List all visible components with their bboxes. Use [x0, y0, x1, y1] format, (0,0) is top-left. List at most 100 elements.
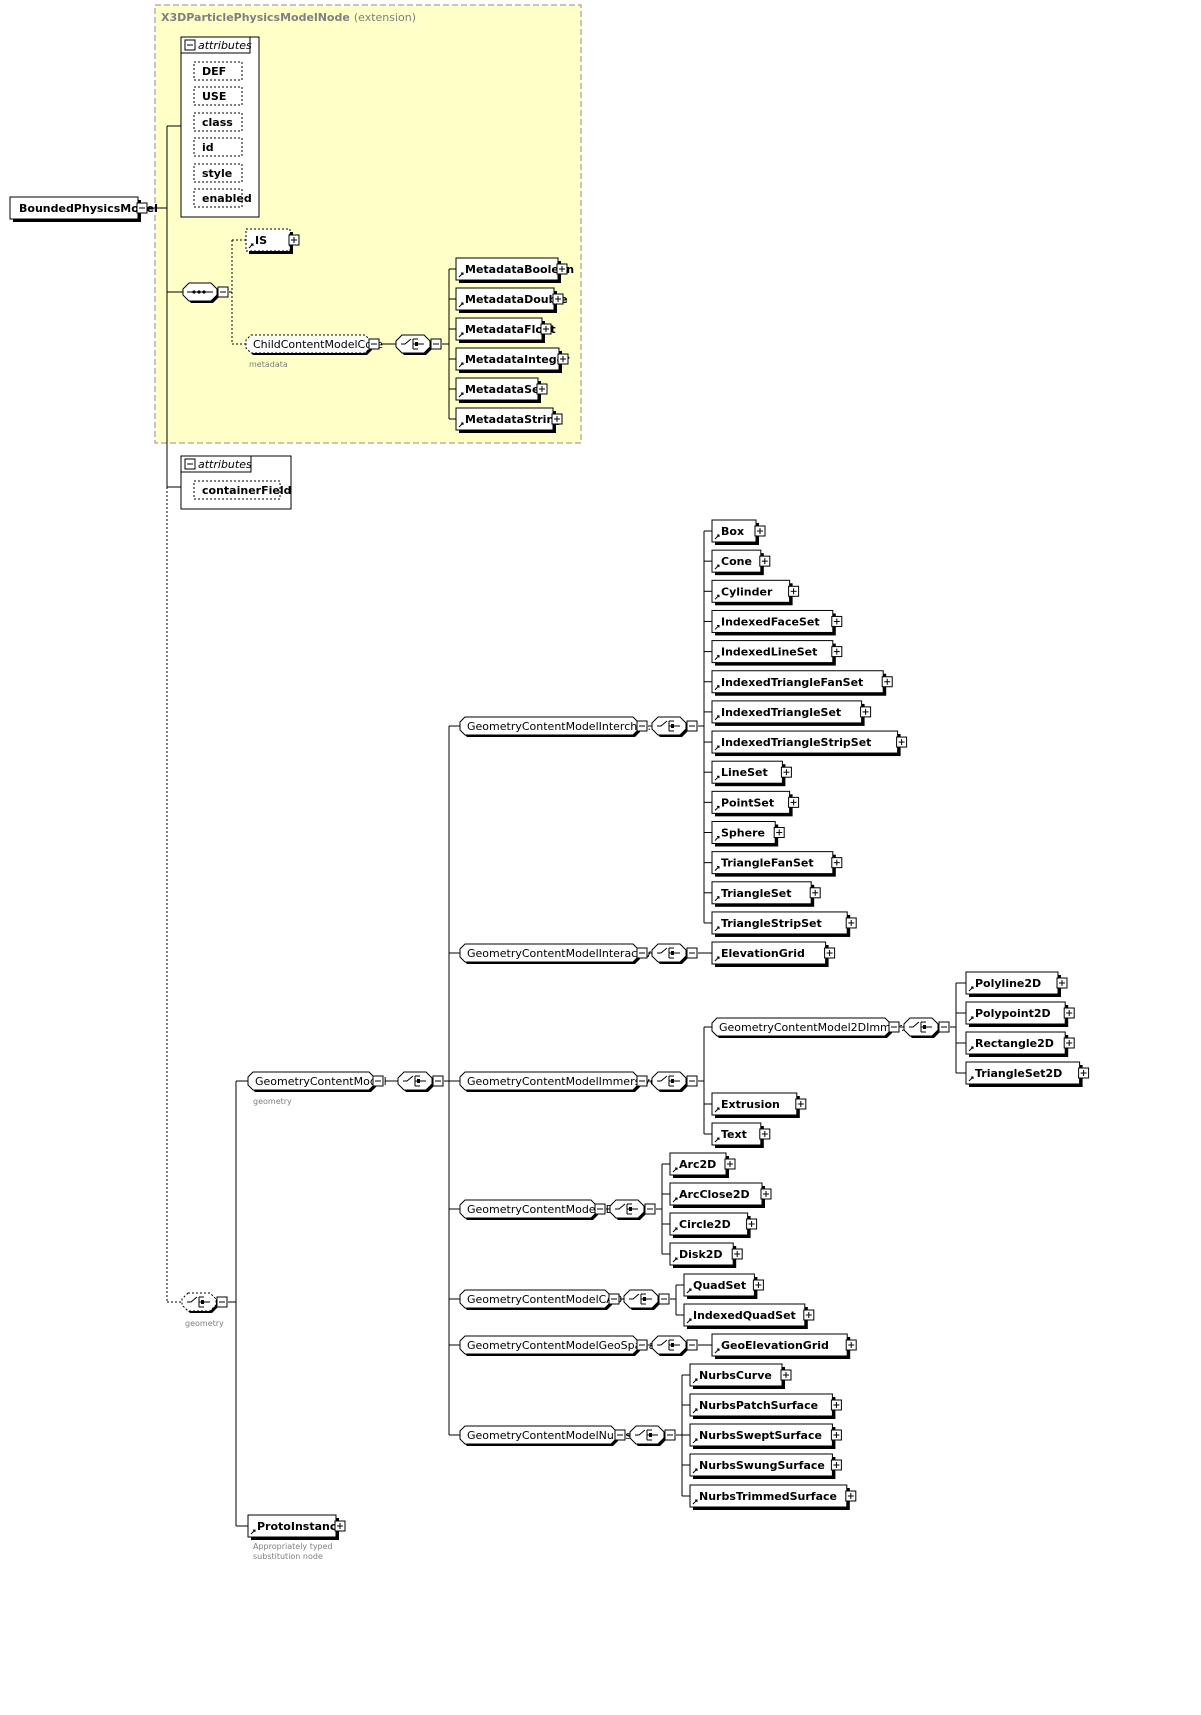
element-geo-elevation-grid-expand-icon[interactable] — [845, 1339, 857, 1351]
group-geometry-content-model-immersive-collapse-icon[interactable] — [636, 1075, 648, 1087]
group-geometry-content-model-nurbs-collapse-icon[interactable] — [614, 1429, 626, 1441]
element-triangle-fan-set-expand-icon[interactable] — [831, 857, 843, 869]
choice-compositor-geometry-content-model-geo-spatial[interactable] — [651, 1335, 688, 1356]
element-nurbs-trimmed-surface-expand-icon[interactable] — [845, 1490, 857, 1502]
element-arc-close2-d[interactable]: ArcClose2D — [669, 1182, 765, 1208]
choice-compositor-geometry-content-model-intercha[interactable] — [651, 716, 688, 737]
attribute-id[interactable]: id — [193, 137, 243, 157]
element-metadata-double-expand-icon[interactable] — [552, 293, 564, 305]
group-geometry-content-model2-dimmer[interactable]: GeometryContentModel2DImmer... — [711, 1017, 912, 1038]
group-geometry-content-model-collapse-icon[interactable] — [372, 1075, 384, 1087]
element-arc2-d[interactable]: Arc2D — [669, 1152, 729, 1178]
element-polyline2-d[interactable]: Polyline2D — [965, 971, 1061, 997]
element-bounded-physics-model-expand-icon[interactable] — [136, 202, 148, 214]
sequence-compositor[interactable] — [182, 282, 219, 303]
element-metadata-double[interactable]: MetadataDouble — [455, 287, 568, 313]
element-arc-close2-d-expand-icon[interactable] — [760, 1188, 772, 1200]
sequence-compositor-collapse-icon[interactable] — [217, 286, 229, 298]
element-polypoint2-d-expand-icon[interactable] — [1063, 1007, 1075, 1019]
element-indexed-line-set[interactable]: IndexedLineSet — [711, 640, 836, 666]
element-triangle-fan-set[interactable]: TriangleFanSet — [711, 851, 836, 877]
group-geometry-content-model-geo-spatial[interactable]: GeometryContentModelGeoSpatial — [459, 1335, 659, 1356]
choice-compositor-geometry-content-model-geo-spatial-collapse-icon[interactable] — [686, 1339, 698, 1351]
element-triangle-strip-set-expand-icon[interactable] — [845, 917, 857, 929]
element-nurbs-swept-surface-expand-icon[interactable] — [830, 1429, 842, 1441]
attribute-style[interactable]: style — [193, 163, 243, 183]
geometry-choice-compositor[interactable] — [181, 1292, 218, 1313]
element-metadata-set-expand-icon[interactable] — [536, 383, 548, 395]
group-geometry-content-model2-d[interactable]: GeometryContentModel2D — [459, 1199, 614, 1220]
element-nurbs-patch-surface[interactable]: NurbsPatchSurface — [689, 1393, 836, 1419]
group-geometry-content-model-immersive[interactable]: GeometryContentModelImmersive — [459, 1071, 657, 1092]
choice-compositor-geometry-content-model2-dimmer[interactable] — [903, 1017, 940, 1038]
element-indexed-triangle-set[interactable]: IndexedTriangleSet — [711, 700, 865, 726]
element-arc2-d-expand-icon[interactable] — [724, 1158, 736, 1170]
own-attributes-group-collapse-icon[interactable] — [184, 458, 196, 470]
choice-compositor-geometry-content-model2-d[interactable] — [609, 1199, 646, 1220]
element-indexed-triangle-fan-set[interactable]: IndexedTriangleFanSet — [711, 670, 887, 696]
element-quad-set[interactable]: QuadSet — [683, 1273, 758, 1299]
inherited-attributes-group-collapse-icon[interactable] — [184, 39, 196, 51]
element-is-expand-icon[interactable] — [288, 234, 300, 246]
choice-compositor-geometry-content-model-cad-collapse-icon[interactable] — [658, 1293, 670, 1305]
element-sphere[interactable]: Sphere — [711, 821, 779, 847]
element-indexed-line-set-expand-icon[interactable] — [831, 646, 843, 658]
group-geometry-content-model-geo-spatial-collapse-icon[interactable] — [636, 1339, 648, 1351]
element-elevation-grid-expand-icon[interactable] — [824, 947, 836, 959]
element-quad-set-expand-icon[interactable] — [752, 1279, 764, 1291]
element-triangle-strip-set[interactable]: TriangleStripSet — [711, 911, 851, 937]
attribute-container-field[interactable]: containerField — [193, 480, 291, 500]
choice-compositor-geometry-content-model-nurbs-collapse-icon[interactable] — [664, 1429, 676, 1441]
element-nurbs-swung-surface[interactable]: NurbsSwungSurface — [689, 1453, 836, 1479]
geometry-model-choice-compositor[interactable] — [397, 1071, 434, 1092]
choice-compositor-geometry-content-model-intercha-collapse-icon[interactable] — [686, 720, 698, 732]
group-geometry-content-model-interactive[interactable]: GeometryContentModelInteractive — [459, 943, 658, 964]
group-geometry-content-model-cad-collapse-icon[interactable] — [608, 1293, 620, 1305]
element-nurbs-curve-expand-icon[interactable] — [780, 1369, 792, 1381]
element-metadata-float-expand-icon[interactable] — [540, 323, 552, 335]
element-nurbs-trimmed-surface[interactable]: NurbsTrimmedSurface — [689, 1484, 850, 1510]
element-point-set-expand-icon[interactable] — [788, 796, 800, 808]
group-geometry-content-model2-d-collapse-icon[interactable] — [594, 1203, 606, 1215]
group-child-content-model-core-collapse-icon[interactable] — [368, 338, 380, 350]
element-indexed-triangle-strip-set[interactable]: IndexedTriangleStripSet — [711, 730, 901, 757]
element-metadata-string-expand-icon[interactable] — [551, 413, 563, 425]
metadata-choice-compositor-collapse-icon[interactable] — [430, 338, 442, 350]
group-geometry-content-model[interactable]: GeometryContentModel — [247, 1071, 387, 1092]
attribute-class[interactable]: class — [193, 112, 243, 132]
element-elevation-grid[interactable]: ElevationGrid — [711, 941, 829, 967]
element-indexed-face-set[interactable]: IndexedFaceSet — [711, 609, 836, 636]
element-line-set-expand-icon[interactable] — [780, 766, 792, 778]
group-geometry-content-model-intercha[interactable]: GeometryContentModelIntercha... — [459, 716, 654, 737]
group-geometry-content-model-nurbs[interactable]: GeometryContentModelNurbs — [459, 1425, 631, 1446]
element-polyline2-d-expand-icon[interactable] — [1056, 977, 1068, 989]
group-geometry-content-model-cad[interactable]: GeometryContentModelCAD — [459, 1289, 622, 1310]
geometry-choice-compositor-collapse-icon[interactable] — [216, 1296, 228, 1308]
choice-compositor-geometry-content-model-immersive[interactable] — [651, 1071, 688, 1092]
element-indexed-face-set-expand-icon[interactable] — [831, 615, 843, 627]
attribute-use[interactable]: USE — [193, 86, 243, 106]
element-metadata-set[interactable]: MetadataSet — [455, 377, 545, 403]
element-cylinder[interactable]: Cylinder — [711, 579, 793, 606]
element-indexed-triangle-set-expand-icon[interactable] — [860, 706, 872, 718]
element-metadata-integer[interactable]: MetadataInteger — [455, 347, 570, 373]
element-indexed-triangle-fan-set-expand-icon[interactable] — [881, 676, 893, 688]
group-geometry-content-model2-dimmer-collapse-icon[interactable] — [888, 1021, 900, 1033]
element-geo-elevation-grid[interactable]: GeoElevationGrid — [711, 1333, 851, 1359]
element-line-set[interactable]: LineSet — [711, 760, 786, 787]
element-box-expand-icon[interactable] — [754, 525, 766, 537]
element-metadata-float[interactable]: MetadataFloat — [455, 317, 556, 343]
group-child-content-model-core[interactable]: ChildContentModelCore — [245, 334, 383, 355]
element-metadata-boolean-expand-icon[interactable] — [556, 263, 568, 275]
element-nurbs-swung-surface-expand-icon[interactable] — [830, 1459, 842, 1471]
element-cylinder-expand-icon[interactable] — [788, 585, 800, 597]
element-rectangle2-d[interactable]: Rectangle2D — [965, 1031, 1069, 1057]
element-triangle-set[interactable]: TriangleSet — [711, 881, 815, 907]
choice-compositor-geometry-content-model-cad[interactable] — [623, 1289, 660, 1310]
metadata-choice-compositor[interactable] — [395, 334, 432, 355]
attribute-enabled[interactable]: enabled — [193, 188, 252, 208]
element-cone-expand-icon[interactable] — [759, 555, 771, 567]
attribute-def[interactable]: DEF — [193, 61, 243, 81]
element-circle2-d[interactable]: Circle2D — [669, 1212, 751, 1238]
element-metadata-string[interactable]: MetadataString — [455, 407, 562, 433]
